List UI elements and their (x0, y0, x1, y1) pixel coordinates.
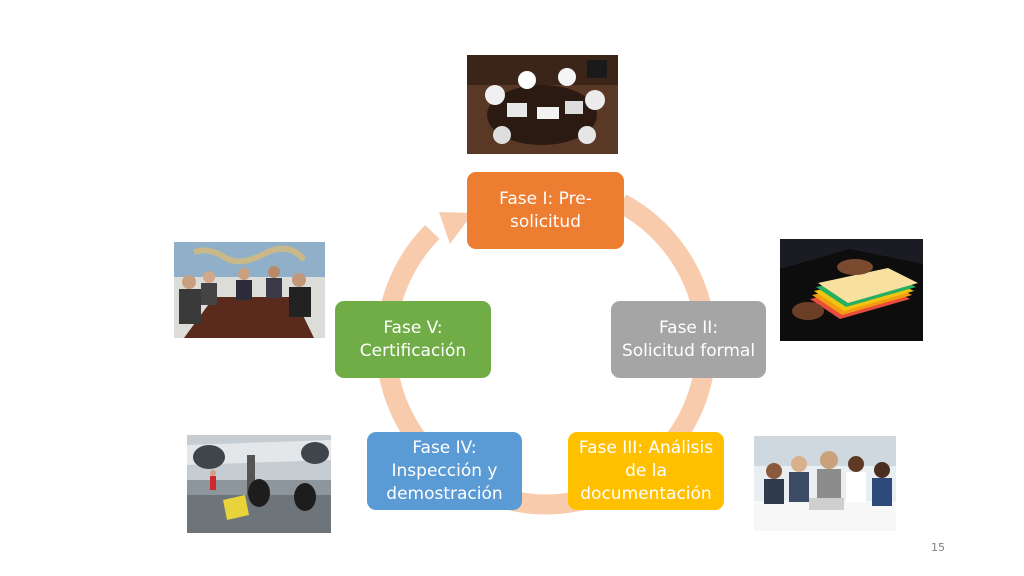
phase-5-label: Fase V: Certificación (359, 317, 467, 361)
phase-4-box: Fase IV: Inspección y demostración (367, 432, 522, 510)
phase-3-box: Fase III: Análisis de la documentación (568, 432, 724, 510)
phase-1-label: Fase I: Pre- solicitud (499, 188, 592, 232)
aircraft-landing-gear-photo (187, 435, 331, 533)
documents-folders-photo (780, 239, 923, 341)
phase-3-label: Fase III: Análisis de la documentación (578, 437, 714, 504)
meeting-overhead-photo (467, 55, 618, 154)
phase-2-label: Fase II: Solicitud formal (621, 317, 756, 361)
phase-5-box: Fase V: Certificación (335, 301, 491, 378)
phase-4-label: Fase IV: Inspección y demostración (386, 437, 503, 504)
phase-2-box: Fase II: Solicitud formal (611, 301, 766, 378)
boardroom-handshake-photo (174, 242, 325, 338)
office-team-photo (754, 436, 896, 531)
phase-1-box: Fase I: Pre- solicitud (467, 172, 624, 249)
page-number: 15 (931, 541, 945, 554)
